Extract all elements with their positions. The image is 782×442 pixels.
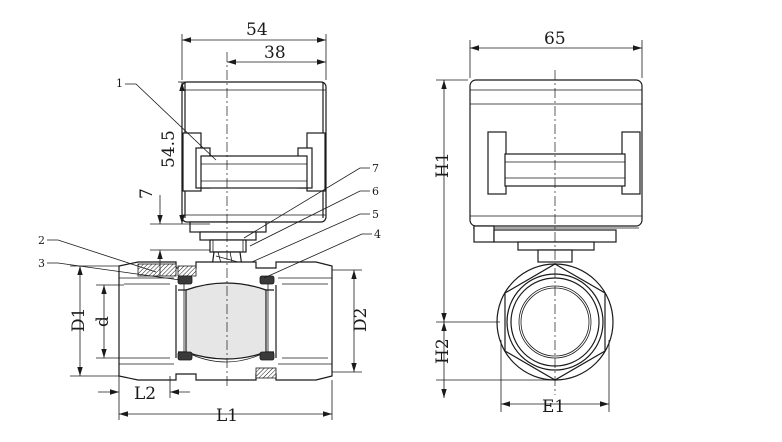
callout-1: 1 [116, 77, 217, 161]
callout-3: 3 [38, 257, 181, 281]
svg-text:6: 6 [372, 185, 379, 198]
dim-h2: H2 [433, 321, 555, 398]
svg-text:7: 7 [372, 162, 379, 175]
svg-text:54: 54 [246, 20, 268, 40]
dim-d2: D2 [332, 269, 371, 373]
actuator-housing [181, 81, 327, 223]
svg-text:D1: D1 [69, 308, 89, 332]
svg-text:54.5: 54.5 [159, 130, 179, 168]
svg-text:1: 1 [116, 77, 123, 90]
callout-5: 5 [251, 208, 379, 263]
side-actuator-housing [469, 79, 643, 229]
mounting-bracket [189, 221, 267, 253]
svg-text:38: 38 [264, 43, 286, 63]
svg-text:L2: L2 [134, 384, 156, 404]
side-view: 65 H1 H2 E1 [433, 29, 643, 417]
svg-text:5: 5 [372, 208, 379, 221]
dim-l1: L1 [118, 380, 333, 426]
svg-text:D2: D2 [351, 308, 371, 332]
svg-text:2: 2 [38, 234, 45, 247]
callout-4: 4 [263, 228, 381, 279]
dim-d: d [93, 284, 124, 359]
callout-6: 6 [249, 185, 379, 247]
svg-text:L1: L1 [216, 406, 238, 426]
dim-l2: L2 [98, 376, 190, 404]
dim-actuator-height: 54.5 [159, 81, 186, 224]
dim-e1: E1 [500, 340, 610, 417]
svg-text:3: 3 [38, 257, 45, 270]
svg-text:E1: E1 [542, 397, 565, 417]
dim-width-partial: 38 [227, 43, 326, 65]
callout-7: 7 [243, 162, 379, 239]
side-bracket [473, 225, 617, 263]
svg-text:4: 4 [374, 228, 381, 241]
front-view: 54 38 54.5 7 D1 [38, 20, 381, 426]
svg-text:65: 65 [544, 29, 566, 49]
dim-neck-height: 7 [137, 188, 210, 276]
svg-text:7: 7 [137, 188, 157, 199]
valve-body [118, 261, 333, 381]
dim-width-total: 54 [181, 20, 327, 80]
callout-2: 2 [38, 234, 157, 273]
svg-text:d: d [93, 316, 113, 327]
svg-text:H2: H2 [433, 338, 453, 364]
svg-text:H1: H1 [433, 152, 453, 178]
dim-h1: H1 [433, 79, 468, 322]
dim-side-width: 65 [469, 29, 643, 78]
